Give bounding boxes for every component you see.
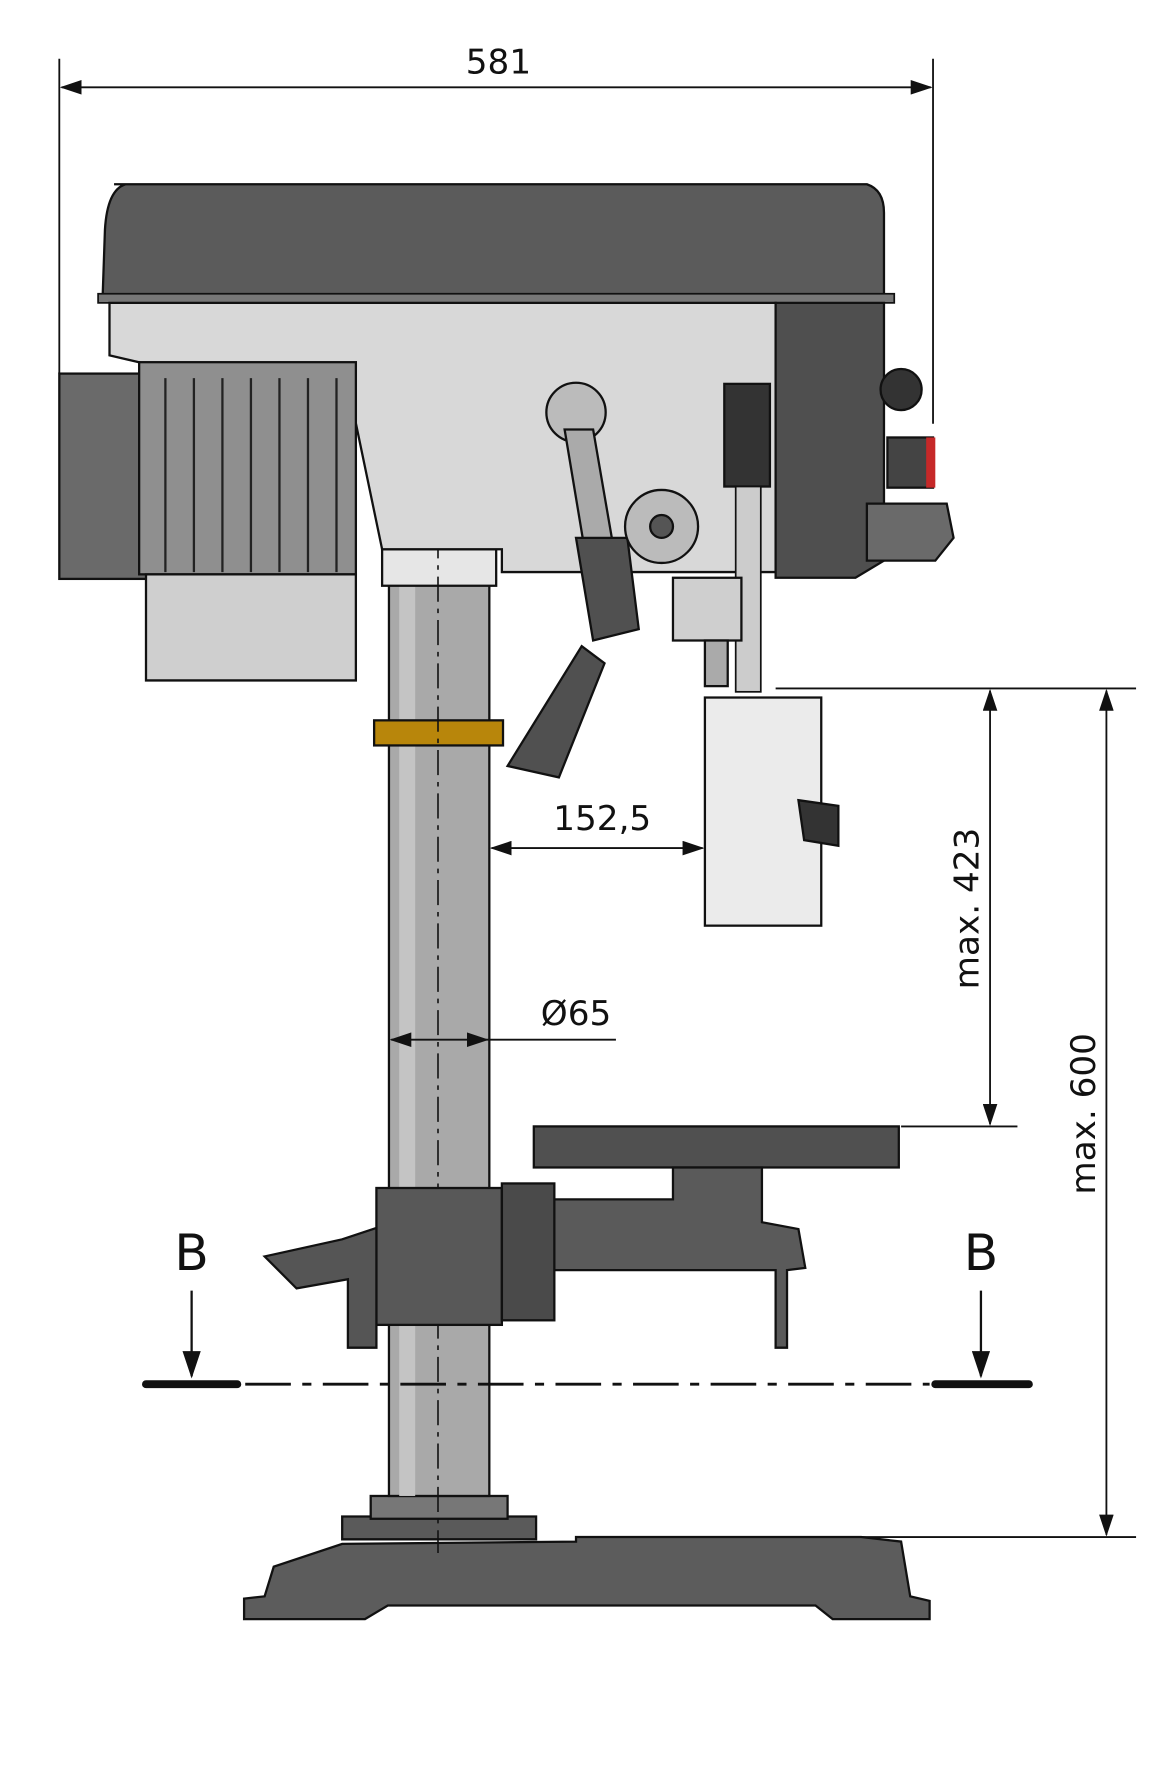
- dimension-max-600: max. 600: [1064, 1033, 1104, 1195]
- motor-endcap: [58, 372, 152, 581]
- table-assembly: [262, 1125, 900, 1349]
- switch-icon[interactable]: [879, 367, 923, 412]
- dimension-throat-depth: 152,5: [553, 799, 651, 839]
- dimension-max-423: max. 423: [948, 828, 988, 990]
- dimension-overall-width: 581: [466, 43, 531, 83]
- guard-knob[interactable]: [797, 798, 840, 848]
- section-label-left: B: [174, 1223, 208, 1282]
- feed-handle-grip[interactable]: [505, 644, 606, 779]
- base: [242, 1494, 931, 1621]
- drill-head: [58, 183, 955, 927]
- column: [372, 446, 505, 1553]
- motor: [138, 361, 358, 576]
- section-label-right: B: [964, 1223, 998, 1282]
- dimension-lines: [58, 58, 1137, 1538]
- table-crank-handle[interactable]: [262, 1226, 378, 1349]
- belt-cover: [101, 183, 886, 298]
- dimension-column-diameter: Ø65: [541, 994, 611, 1034]
- section-line-b: [142, 1290, 1033, 1389]
- work-table: [532, 1125, 900, 1169]
